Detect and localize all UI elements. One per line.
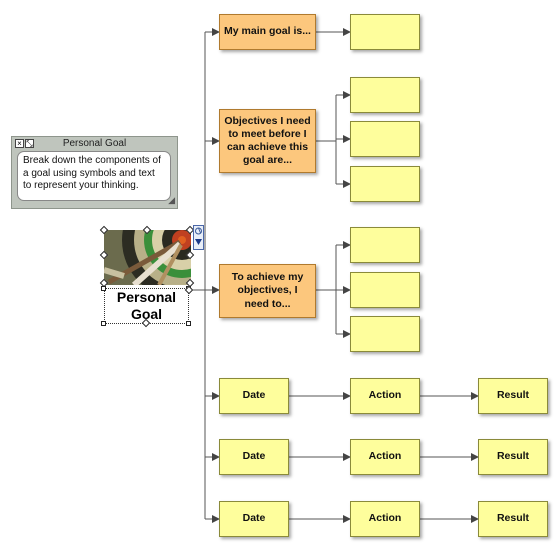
topic-main-goal-label: My main goal is... [224,25,311,38]
subtopic-objective-2[interactable] [350,121,420,157]
row-2-result[interactable]: Result [478,439,548,475]
row-3-date[interactable]: Date [219,501,289,537]
row-3-result[interactable]: Result [478,501,548,537]
subtopic-objective-1[interactable] [350,77,420,113]
central-topic-label-line2: Goal [130,306,163,322]
selection-handle[interactable] [101,286,106,291]
row-1-result[interactable]: Result [478,378,548,414]
resize-grip-icon[interactable]: ◢ [168,195,175,205]
row-1-date[interactable]: Date [219,378,289,414]
row-3-result-label: Result [496,512,530,525]
topic-to-achieve-label: To achieve my objectives, I need to... [231,271,304,310]
row-3-action[interactable]: Action [350,501,420,537]
chevron-down-icon [195,239,202,245]
row-1-date-label: Date [242,389,266,402]
note-widget[interactable]: × ⤡ Personal Goal Break down the compone… [11,136,178,209]
dartboard-image[interactable] [104,230,191,285]
subtopic-main-goal[interactable] [350,14,420,50]
subtopic-objective-3[interactable] [350,166,420,202]
topic-control[interactable] [193,225,204,250]
row-2-result-label: Result [496,450,530,463]
selection-handle[interactable] [101,321,106,326]
row-1-action[interactable]: Action [350,378,420,414]
subtopic-achieve-1[interactable] [350,227,420,263]
note-title: Personal Goal [62,138,127,149]
row-2-action[interactable]: Action [350,439,420,475]
row-3-action-label: Action [368,512,402,525]
subtopic-achieve-2[interactable] [350,272,420,308]
attach-icon [195,227,202,235]
topic-to-achieve[interactable]: To achieve my objectives, I need to... [219,264,316,318]
selection-handle[interactable] [186,321,191,326]
row-2-date-label: Date [242,450,266,463]
topic-main-goal[interactable]: My main goal is... [219,14,316,50]
topic-objectives[interactable]: Objectives I need to meet before I can a… [219,109,316,173]
close-icon[interactable]: × [15,139,24,148]
row-2-date[interactable]: Date [219,439,289,475]
row-2-action-label: Action [368,450,402,463]
subtopic-achieve-3[interactable] [350,316,420,352]
row-1-action-label: Action [368,389,402,402]
row-3-date-label: Date [242,512,266,525]
topic-objectives-label: Objectives I need to meet before I can a… [224,114,311,167]
central-topic-label-line1: Personal [116,289,177,305]
restore-icon[interactable]: ⤡ [25,139,34,148]
note-body[interactable]: Break down the components of a goal usin… [17,151,171,201]
row-1-result-label: Result [496,389,530,402]
